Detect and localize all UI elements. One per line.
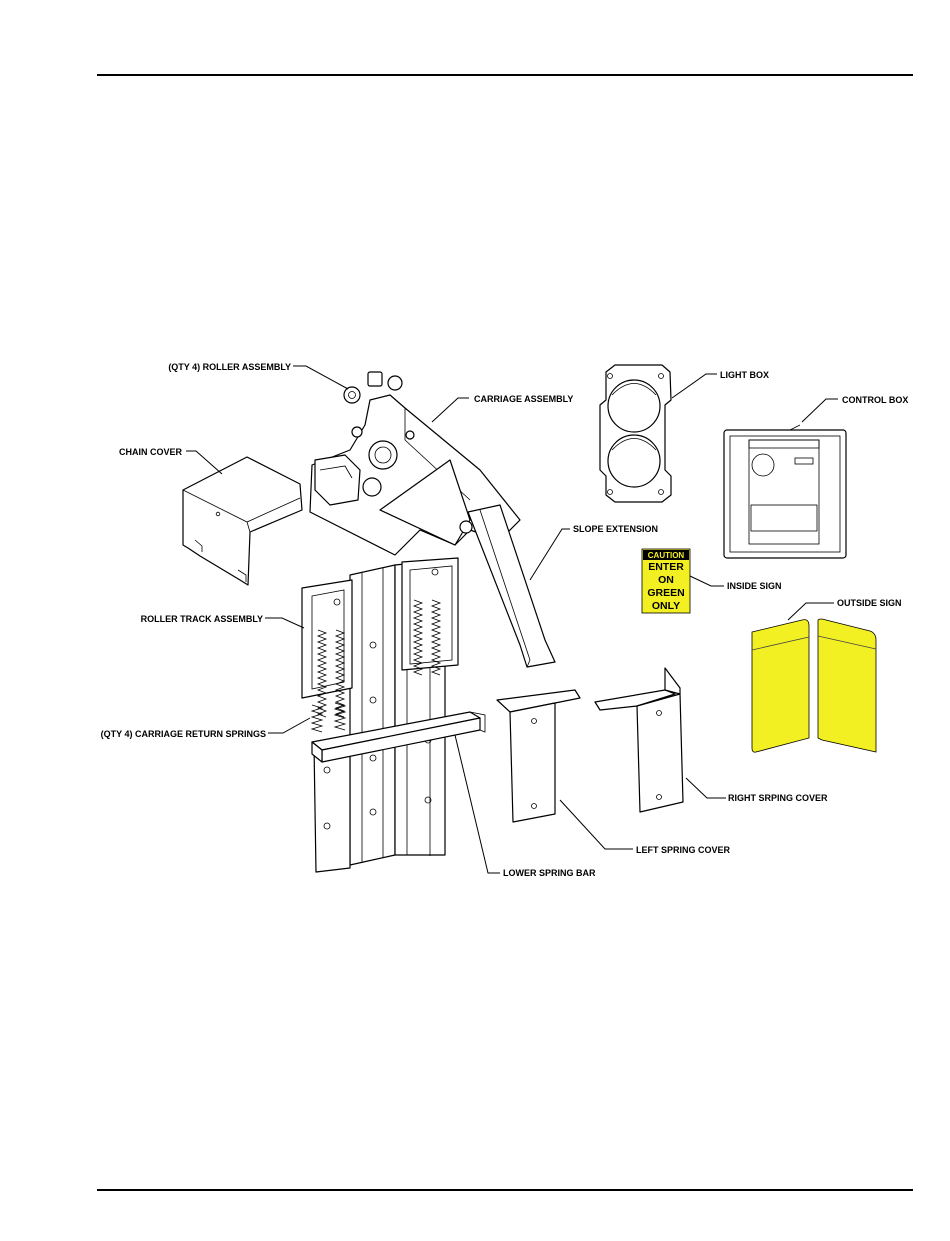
callout-left-spring-cover: LEFT SPRING COVER xyxy=(636,845,731,855)
roller-track-assembly-part xyxy=(302,558,458,872)
callout-control-box: CONTROL BOX xyxy=(842,395,908,405)
callout-roller-track-assembly: ROLLER TRACK ASSEMBLY xyxy=(141,614,263,624)
callout-light-box: LIGHT BOX xyxy=(720,370,769,380)
callout-lower-spring-bar: LOWER SPRING BAR xyxy=(503,868,596,878)
light-box-part xyxy=(600,365,671,502)
inside-sign: CAUTION ENTER ON GREEN ONLY xyxy=(642,549,690,613)
inside-sign-line3: GREEN xyxy=(647,587,684,599)
chain-cover-part xyxy=(183,457,302,585)
control-box-part xyxy=(724,425,846,558)
inside-sign-line1: ENTER xyxy=(648,561,684,573)
callout-carriage-assembly: CARRIAGE ASSEMBLY xyxy=(474,394,573,404)
inside-sign-header: CAUTION xyxy=(648,551,685,560)
callout-right-spring-cover: RIGHT SRPING COVER xyxy=(728,793,828,803)
callout-inside-sign: INSIDE SIGN xyxy=(727,581,782,591)
inside-sign-line2: ON xyxy=(658,574,674,586)
right-spring-cover-part xyxy=(595,668,683,812)
callout-chain-cover: CHAIN COVER xyxy=(119,447,183,457)
callout-slope-extension: SLOPE EXTENSION xyxy=(573,524,658,534)
left-spring-cover-part xyxy=(497,690,580,822)
callout-carriage-return-springs: (QTY 4) CARRIAGE RETURN SPRINGS xyxy=(101,729,266,739)
callout-roller-assembly: (QTY 4) ROLLER ASSEMBLY xyxy=(168,362,291,372)
callout-outside-sign: OUTSIDE SIGN xyxy=(837,598,902,608)
outside-sign-part xyxy=(752,619,876,752)
inside-sign-line4: ONLY xyxy=(652,600,680,612)
